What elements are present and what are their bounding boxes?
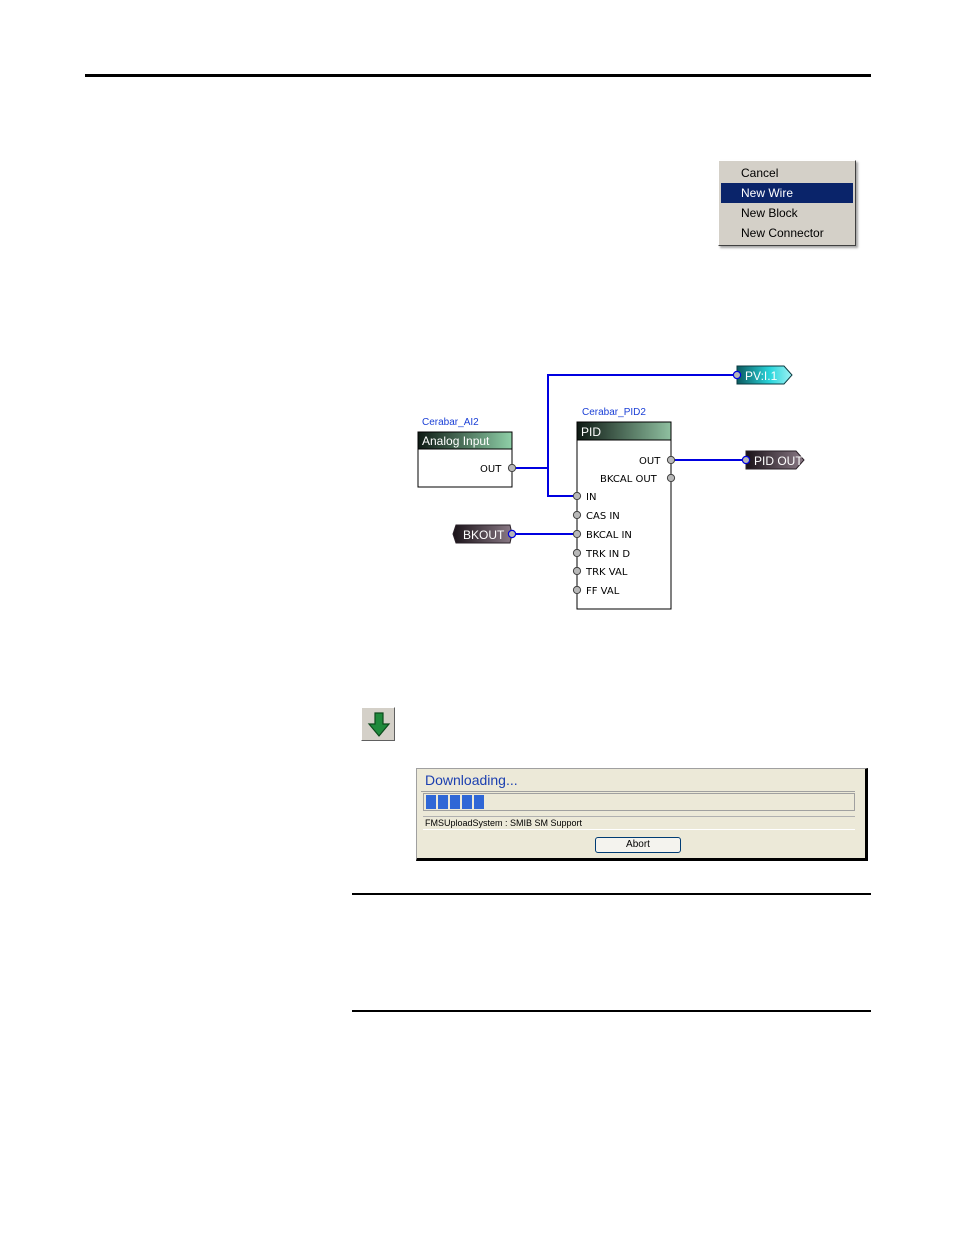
- function-block-diagram: Cerabar_AI2 Analog Input OUT Cerabar_PID…: [400, 360, 830, 620]
- analog-input-block[interactable]: Cerabar_AI2 Analog Input OUT: [418, 417, 516, 487]
- pid-port-in-label: IN: [586, 492, 596, 503]
- menu-item-new-connector[interactable]: New Connector: [721, 223, 853, 243]
- context-menu: Cancel New Wire New Block New Connector: [718, 160, 856, 246]
- progress-segment: [426, 795, 436, 809]
- pid-port-out-label: OUT: [639, 456, 661, 467]
- dialog-separator: [421, 791, 855, 792]
- pid-port-in[interactable]: [573, 492, 580, 499]
- progress-segment: [450, 795, 460, 809]
- pid-port-trk-val-label: TRK VAL: [585, 567, 628, 578]
- pid-port-bkcal-out-label: BKCAL OUT: [600, 474, 658, 485]
- pv-connector-label: PV:I.1: [745, 369, 778, 383]
- progress-segment: [438, 795, 448, 809]
- pid-port-bkcal-out[interactable]: [667, 474, 674, 481]
- ai-port-out[interactable]: [508, 464, 515, 471]
- pid-port-cas-in-label: CAS IN: [586, 511, 620, 522]
- pv-connector[interactable]: PV:I.1: [733, 366, 792, 384]
- pid-out-connector[interactable]: PID OUT: [742, 451, 804, 469]
- bkout-connector-label: BKOUT: [463, 528, 505, 542]
- status-text: FMSUploadSystem : SMIB SM Support: [423, 816, 855, 830]
- page-top-rule: [85, 74, 871, 77]
- pid-port-trk-val[interactable]: [573, 567, 580, 574]
- downloading-dialog: Downloading... FMSUploadSystem : SMIB SM…: [416, 768, 868, 861]
- pid-port-ff-val-label: FF VAL: [586, 586, 620, 597]
- pid-block-title: PID: [581, 425, 601, 439]
- pid-port-bkcal-in-label: BKCAL IN: [586, 530, 632, 541]
- pid-block-name: Cerabar_PID2: [582, 407, 646, 418]
- ai-block-name: Cerabar_AI2: [422, 417, 479, 428]
- pid-port-cas-in[interactable]: [573, 511, 580, 518]
- bkout-connector[interactable]: BKOUT: [453, 525, 516, 543]
- download-button[interactable]: [361, 707, 395, 741]
- ai-port-out-label: OUT: [480, 464, 502, 475]
- progress-segment: [474, 795, 484, 809]
- menu-item-new-wire[interactable]: New Wire: [721, 183, 853, 203]
- pid-out-connector-label: PID OUT: [754, 454, 803, 468]
- note-top-rule: [352, 893, 871, 895]
- dialog-title: Downloading...: [425, 772, 518, 788]
- menu-item-new-block[interactable]: New Block: [721, 203, 853, 223]
- note-bottom-rule: [352, 1010, 871, 1012]
- menu-item-cancel[interactable]: Cancel: [721, 163, 853, 183]
- pid-port-bkcal-in[interactable]: [573, 530, 580, 537]
- pid-port-out[interactable]: [667, 456, 674, 463]
- down-arrow-icon: [367, 712, 391, 738]
- pid-port-trk-in-d-label: TRK IN D: [585, 549, 630, 560]
- progress-segment: [462, 795, 472, 809]
- progress-bar: [423, 793, 855, 811]
- wire-ai-out-to-pid-in[interactable]: [512, 468, 577, 496]
- pid-port-trk-in-d[interactable]: [573, 549, 580, 556]
- pid-block[interactable]: Cerabar_PID2 PID OUT BKCAL OUT IN CAS IN…: [573, 407, 674, 609]
- ai-block-title: Analog Input: [422, 434, 490, 448]
- abort-button[interactable]: Abort: [595, 837, 681, 853]
- pid-port-ff-val[interactable]: [573, 586, 580, 593]
